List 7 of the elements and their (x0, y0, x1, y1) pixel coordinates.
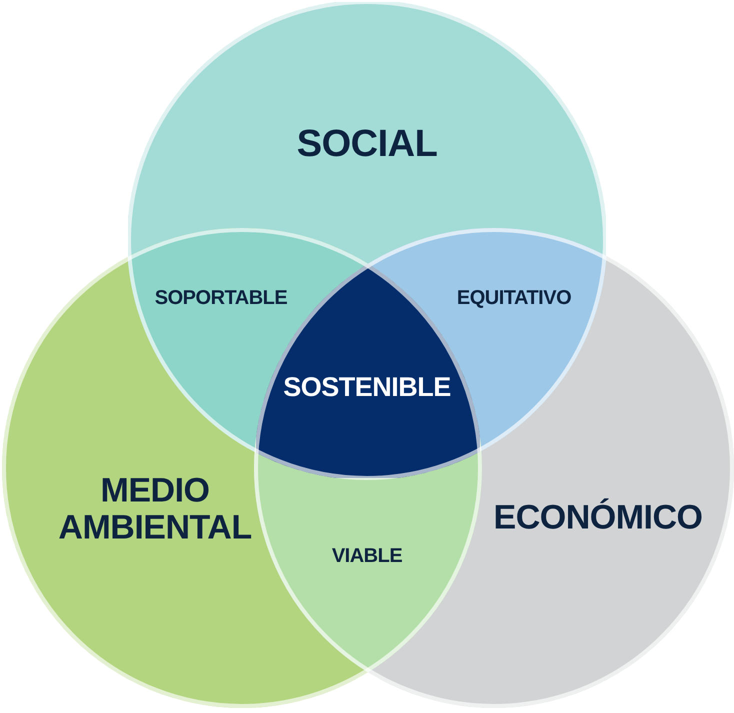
region-label: MEDIO AMBIENTAL (57, 472, 253, 548)
region-label: ECONÓMICO (494, 499, 702, 537)
region-label: EQUITATIVO (456, 287, 572, 309)
region-label: SOSTENIBLE (283, 373, 451, 403)
region-label: SOPORTABLE (154, 287, 288, 309)
region-label: VIABLE (332, 545, 402, 567)
region-label: SOCIAL (296, 124, 438, 166)
